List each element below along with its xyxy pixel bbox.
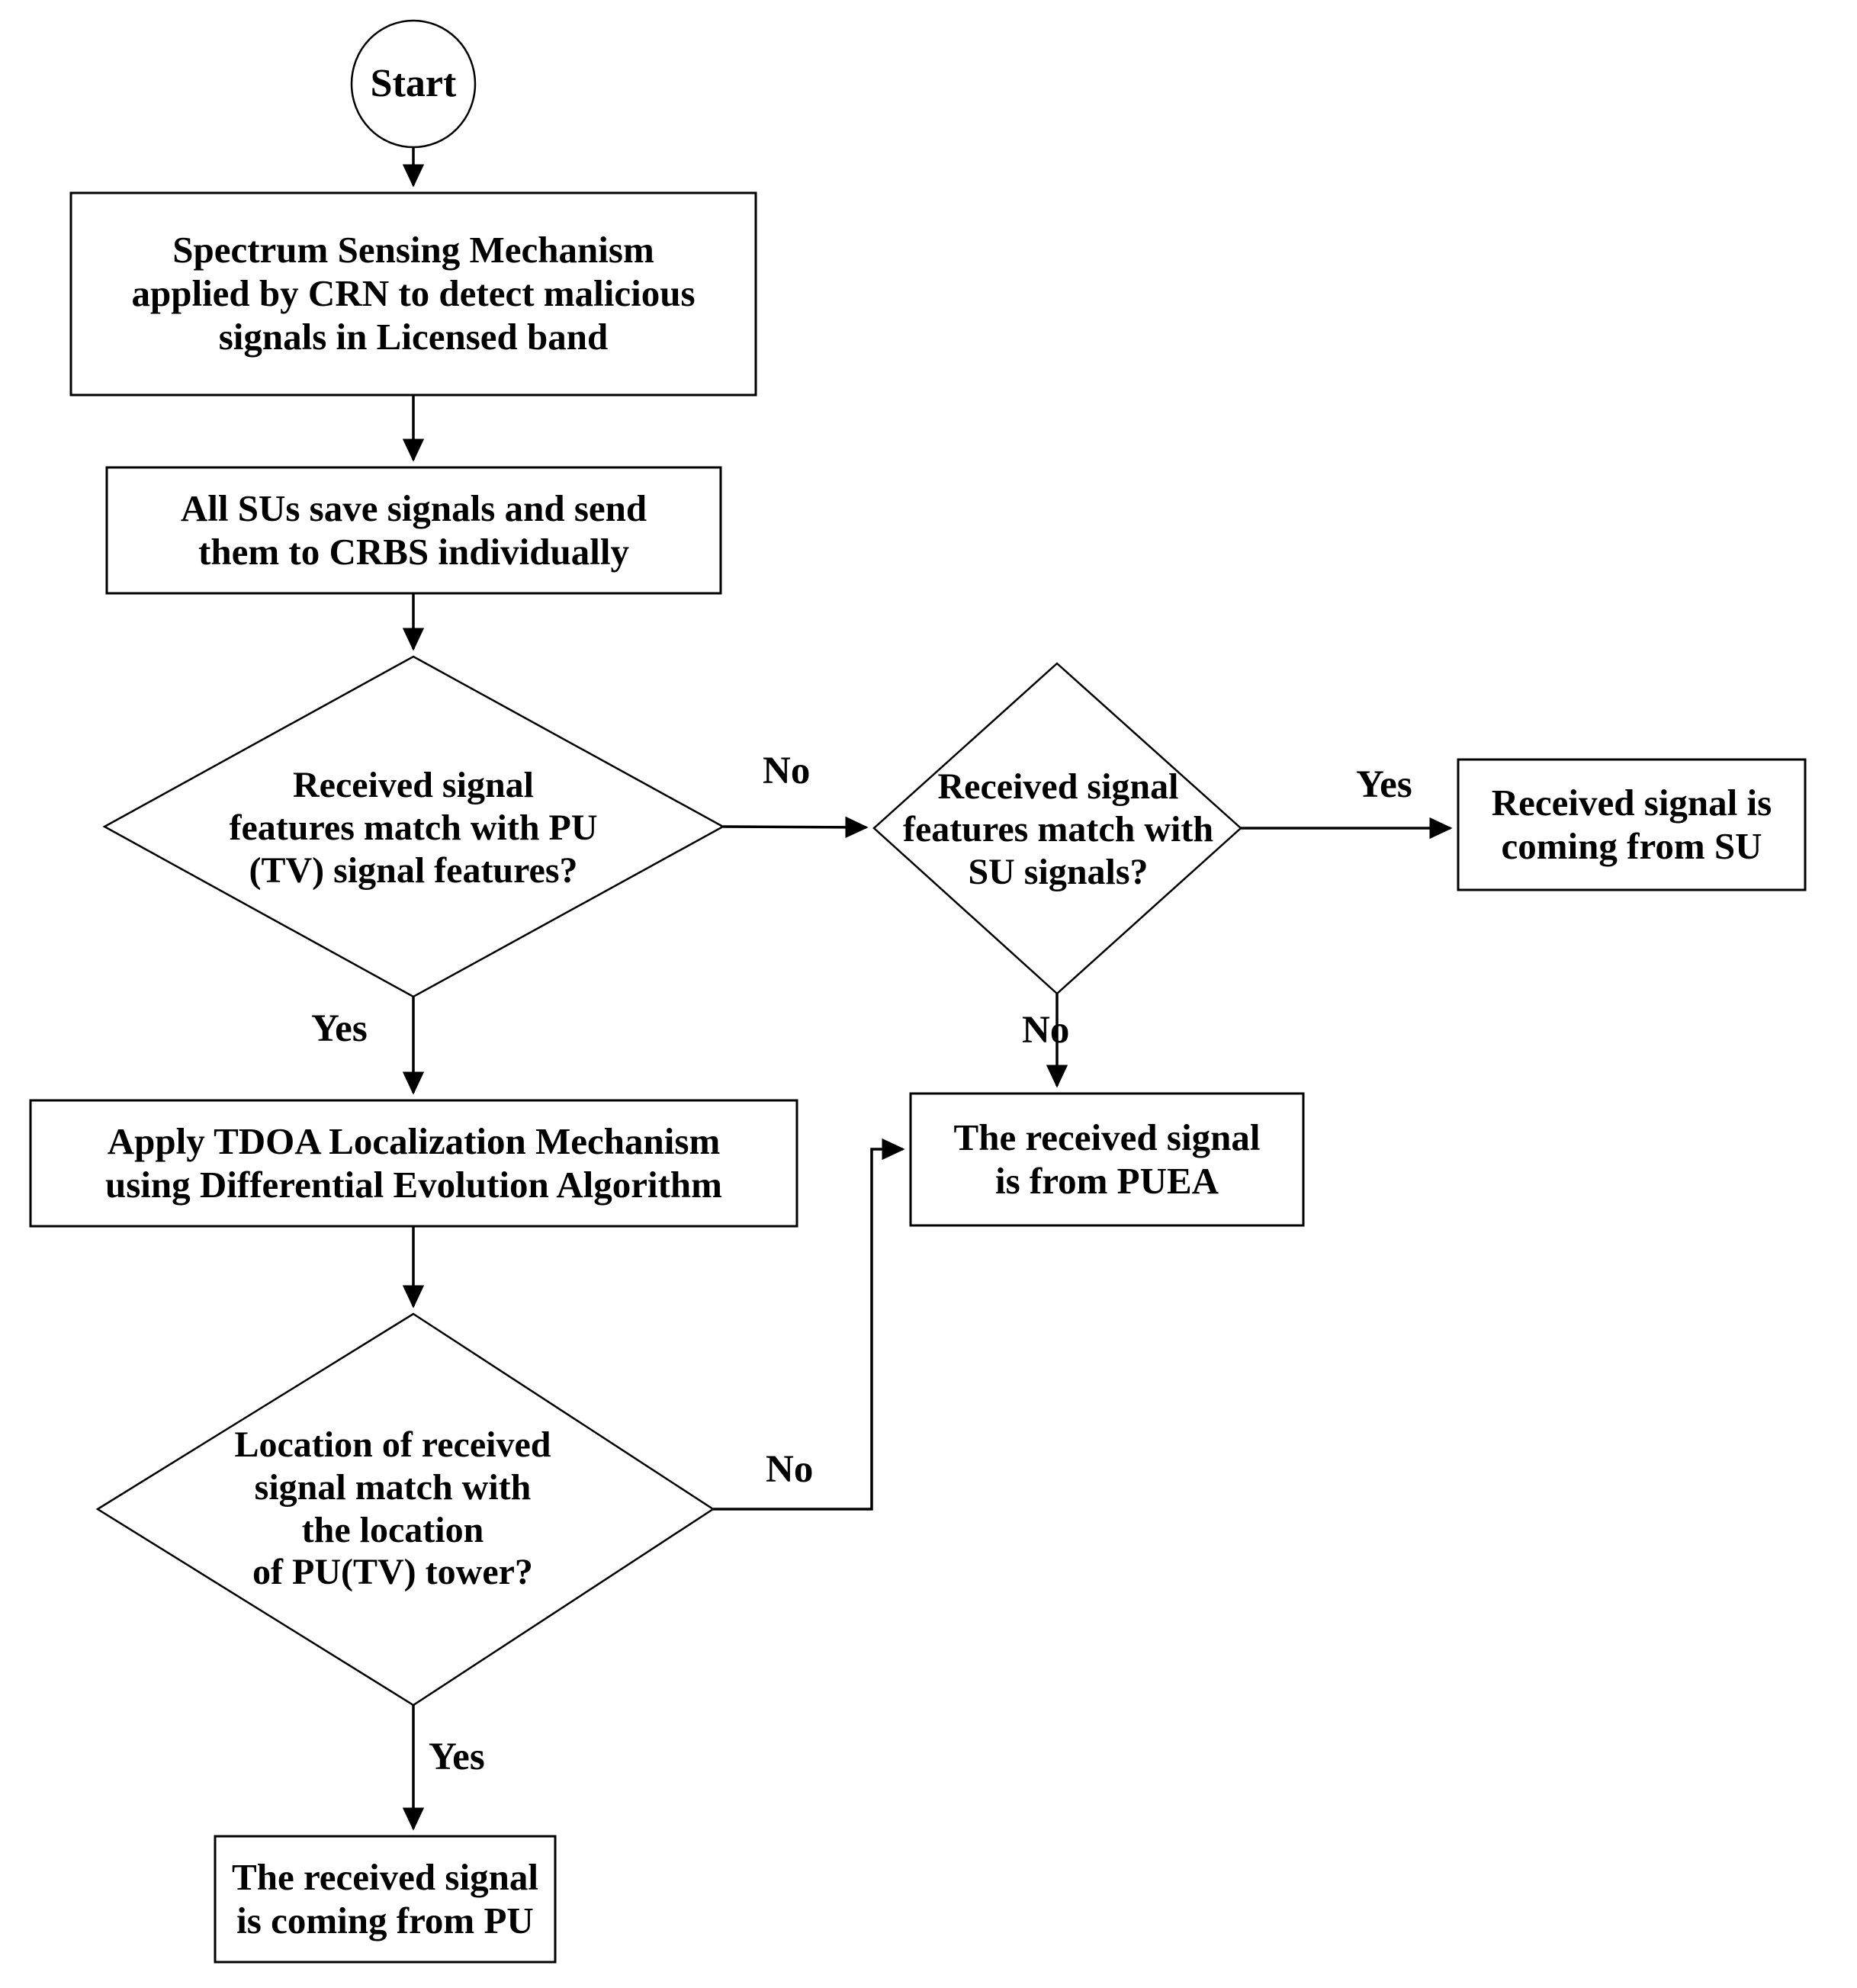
node-signal-from-pu-shape[interactable] bbox=[214, 1835, 557, 1964]
node-apply-tdoa-shape[interactable] bbox=[29, 1099, 798, 1228]
node-location-check-shape[interactable] bbox=[95, 1312, 715, 1707]
edge-label-loccheck-yes: Yes bbox=[429, 1736, 485, 1778]
edge-label-pucheck-yes: Yes bbox=[311, 1007, 368, 1050]
node-save-signals-shape[interactable] bbox=[105, 466, 722, 595]
edge-label-sucheck-no: No bbox=[1022, 1009, 1070, 1052]
edge-label-loccheck-no: No bbox=[766, 1448, 814, 1491]
node-signal-from-su-shape[interactable] bbox=[1457, 758, 1807, 891]
node-signal-from-puea-shape[interactable] bbox=[909, 1092, 1305, 1227]
node-su-feature-check-shape[interactable] bbox=[872, 662, 1242, 995]
node-start-shape[interactable] bbox=[350, 19, 477, 149]
node-pu-feature-check-shape[interactable] bbox=[102, 655, 725, 998]
edge-label-pucheck-no: No bbox=[763, 750, 811, 792]
edge-label-sucheck-yes: Yes bbox=[1356, 763, 1412, 806]
node-spectrum-sensing-shape[interactable] bbox=[69, 191, 757, 397]
edge-loccheck-no-to-puea bbox=[713, 1138, 905, 1511]
